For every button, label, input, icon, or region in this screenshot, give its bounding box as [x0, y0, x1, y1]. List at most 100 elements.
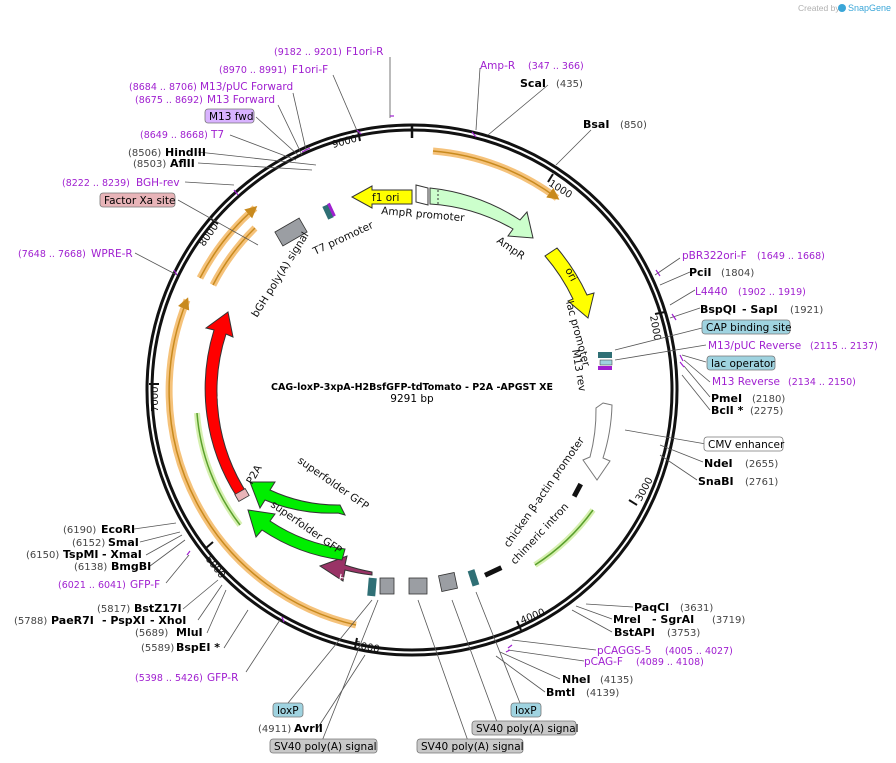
annotation-lac-operator-box[interactable]: lac operator: [706, 355, 776, 371]
svg-text:(8970 .. 8991): (8970 .. 8991): [219, 65, 287, 76]
annotation-sv40-center-box[interactable]: SV40 poly(A) signal: [416, 738, 524, 754]
annotation-pcag-f[interactable]: pCAG-F (4089 .. 4108): [584, 656, 704, 668]
annotation-wpre-r[interactable]: (7648 .. 7668) WPRE-R: [18, 248, 133, 260]
feature-cmv-enhancer[interactable]: [582, 402, 613, 481]
annotation-pcaggs-5[interactable]: pCAGGS-5 (4005 .. 4027): [597, 645, 733, 657]
annotation-ecori[interactable]: (6190) EcoRI: [63, 523, 135, 536]
feature-ori[interactable]: ori: [544, 247, 595, 319]
svg-text:(2275): (2275): [750, 406, 783, 417]
feature-h2b[interactable]: H2B: [318, 555, 373, 588]
feature-ampr-promoter[interactable]: [415, 184, 429, 206]
annotation-aflii[interactable]: (8503) AflII: [133, 157, 195, 170]
annotation-loxp-right-box[interactable]: loxP: [510, 702, 542, 718]
annotation-bmti[interactable]: BmtI (4139): [546, 686, 619, 699]
svg-text:(1921): (1921): [790, 305, 823, 316]
annotation-m13-fwd-box[interactable]: M13 fwd: [204, 108, 255, 124]
annotation-bgh-rev[interactable]: (8222 .. 8239) BGH-rev: [62, 177, 180, 189]
svg-text:(5589): (5589): [141, 643, 174, 654]
annotation-bstapi[interactable]: BstAPI (3753): [614, 626, 700, 639]
annotation-pmei[interactable]: PmeI (2180): [711, 392, 785, 405]
annotation-m13-forward[interactable]: (8675 .. 8692) M13 Forward: [135, 94, 275, 106]
annotation-ndei[interactable]: NdeI (2655): [704, 457, 778, 470]
loxp-block-2: [467, 569, 480, 587]
map-size: 9291 bp: [390, 393, 434, 405]
annotation-tspmi[interactable]: (6150) TspMI - XmaI: [26, 548, 142, 561]
feature-ampr[interactable]: [429, 187, 534, 239]
annotation-pbr322ori-f[interactable]: pBR322ori-F (1649 .. 1668): [682, 250, 825, 262]
annotation-bmgbi[interactable]: (6138) BmgBI: [74, 560, 151, 573]
annotation-snabi[interactable]: SnaBI (2761): [698, 475, 778, 488]
feature-sfgfp-2[interactable]: [247, 481, 346, 561]
annotation-t7[interactable]: (8649 .. 8668) T7: [140, 129, 224, 141]
annotation-bstz17i[interactable]: (5817) BstZ17I: [97, 602, 182, 615]
brand-name: SnapGene: [848, 3, 891, 13]
svg-text:lac operator: lac operator: [711, 358, 775, 370]
annotation-bspei[interactable]: (5589) BspEI *: [141, 641, 220, 654]
svg-text:SV40 poly(A) signal: SV40 poly(A) signal: [476, 723, 579, 735]
annotation-scai[interactable]: ScaI (435): [520, 77, 583, 90]
ori-label: ori: [562, 266, 579, 284]
annotation-m13-puc-reverse[interactable]: M13/pUC Reverse (2115 .. 2137): [708, 340, 878, 352]
svg-text:BGH-rev: BGH-rev: [136, 177, 180, 189]
svg-text:WPRE-R: WPRE-R: [91, 248, 133, 260]
tick-marks: [149, 130, 666, 649]
annotation-sv40-left-box[interactable]: SV40 poly(A) signal: [269, 738, 378, 754]
annotation-f1ori-r[interactable]: (9182 .. 9201) F1ori-R: [274, 46, 383, 58]
svg-text:(1902 .. 1919): (1902 .. 1919): [738, 287, 806, 298]
annotation-f1ori-f[interactable]: (8970 .. 8991) F1ori-F: [219, 64, 328, 76]
annotation-bcli[interactable]: BclI * (2275): [711, 404, 783, 417]
annotation-pcii[interactable]: PciI (1804): [689, 266, 754, 279]
svg-text:HindIII: HindIII: [165, 146, 206, 159]
annotation-factor-xa-box[interactable]: Factor Xa site: [99, 192, 175, 208]
svg-text:M13 Reverse: M13 Reverse: [712, 376, 780, 388]
sv40-block-2: [408, 577, 428, 595]
annotation-hindiii[interactable]: (8506) HindIII: [128, 146, 206, 159]
svg-text:(2134 .. 2150): (2134 .. 2150): [788, 377, 856, 388]
feature-f1-ori[interactable]: f1 ori: [350, 185, 413, 209]
annotation-avrii[interactable]: (4911) AvrII: [258, 722, 323, 735]
annotation-bspqi[interactable]: BspQI - SapI (1921): [700, 303, 823, 316]
svg-text:(5398 .. 5426): (5398 .. 5426): [135, 673, 203, 684]
svg-text:(5817): (5817): [97, 604, 130, 615]
annotation-m13-puc-forward[interactable]: (8684 .. 8706) M13/pUC Forward: [129, 81, 293, 93]
svg-text:(2655): (2655): [745, 459, 778, 470]
svg-text:(8503): (8503): [133, 159, 166, 170]
green-orf-arcs: [194, 412, 596, 568]
annotation-amp-r[interactable]: Amp-R (347 .. 366): [480, 60, 584, 72]
sv40-block-3: [438, 572, 458, 592]
svg-text:- PspXI: - PspXI: [102, 614, 145, 627]
svg-text:SmaI: SmaI: [108, 536, 139, 549]
svg-text:F1ori-R: F1ori-R: [346, 46, 383, 58]
svg-text:MluI: MluI: [176, 626, 203, 639]
annotation-mrei[interactable]: MreI - SgrAI (3719): [613, 613, 745, 626]
t7-marks: [322, 202, 336, 220]
annotation-m13-reverse[interactable]: M13 Reverse (2134 .. 2150): [712, 376, 856, 388]
svg-text:ScaI: ScaI: [520, 77, 546, 90]
svg-text:F1ori-F: F1ori-F: [292, 64, 328, 76]
svg-text:NheI: NheI: [562, 673, 591, 686]
annotation-nhei[interactable]: NheI (4135): [562, 673, 633, 686]
svg-text:(4089 .. 4108): (4089 .. 4108): [636, 657, 704, 668]
annotation-cmv-enhancer-box[interactable]: CMV enhancer: [703, 436, 785, 452]
ampr-label: AmpR: [494, 235, 527, 263]
svg-text:(2180): (2180): [752, 394, 785, 405]
annotation-smai[interactable]: (6152) SmaI: [72, 536, 139, 549]
svg-text:loxP: loxP: [515, 705, 537, 717]
annotation-paer7i[interactable]: (5788) PaeR7I - PspXI - XhoI: [14, 614, 186, 627]
lac-operator-marks: [598, 352, 613, 370]
svg-text:(7648 .. 7668): (7648 .. 7668): [18, 249, 86, 260]
svg-text:(4911): (4911): [258, 724, 291, 735]
annotation-loxp-left-box[interactable]: loxP: [272, 702, 304, 718]
annotation-mlui[interactable]: (5689) MluI: [135, 626, 203, 639]
annotation-gfp-r[interactable]: (5398 .. 5426) GFP-R: [135, 672, 238, 684]
annotation-cap-binding-box[interactable]: CAP binding site: [701, 319, 792, 335]
svg-text:(1649 .. 1668): (1649 .. 1668): [757, 251, 825, 262]
annotation-bsai[interactable]: BsaI (850): [583, 118, 647, 131]
svg-text:BclI *: BclI *: [711, 404, 744, 417]
annotation-paqci[interactable]: PaqCI (3631): [634, 601, 713, 614]
annotation-sv40-right-box[interactable]: SV40 poly(A) signal: [471, 720, 579, 736]
svg-text:(6021 .. 6041): (6021 .. 6041): [58, 580, 126, 591]
annotation-l4440[interactable]: L4440 (1902 .. 1919): [695, 286, 806, 298]
svg-text:PciI: PciI: [689, 266, 711, 279]
annotation-gfp-f[interactable]: (6021 .. 6041) GFP-F: [58, 579, 160, 591]
